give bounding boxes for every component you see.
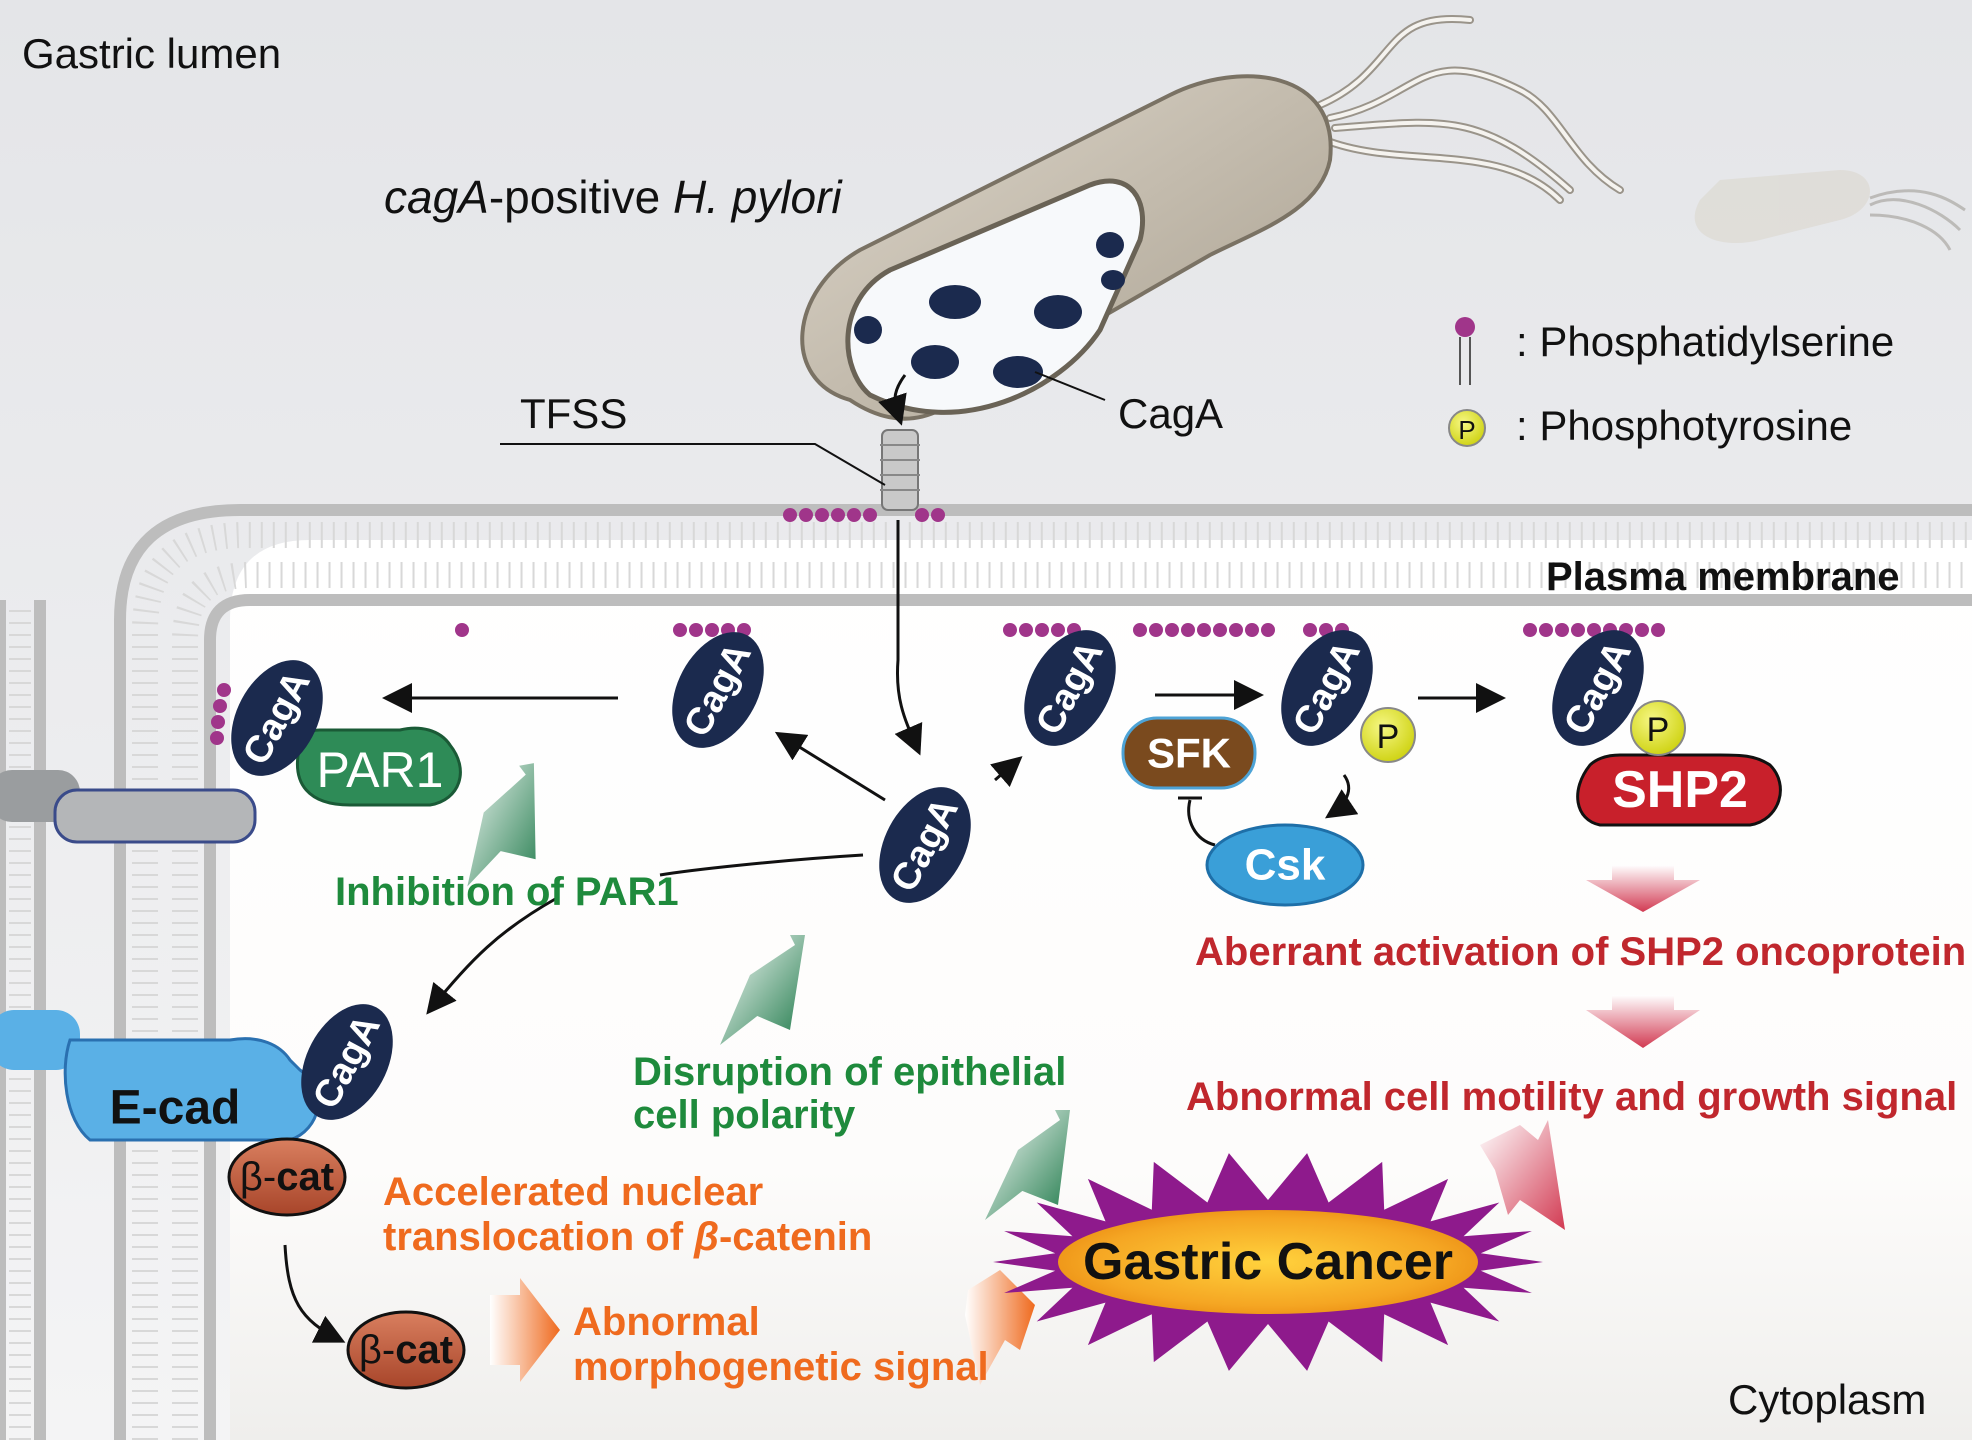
pathway-arrows — [283, 520, 1506, 1343]
disruption-text-line1: Disruption of epithelial — [633, 1050, 1066, 1094]
beta-catenin-label: β-cat — [359, 1328, 453, 1372]
shp2-label: SHP2 — [1612, 761, 1748, 819]
csk-protein: Csk — [1205, 823, 1365, 907]
caga-granule-label: CagA — [1118, 390, 1223, 437]
shp2-protein: SHP2 — [1576, 753, 1782, 827]
abnormal-morph-text-line2: morphogenetic signal — [573, 1345, 989, 1389]
ecad-protein: E-cad — [63, 1037, 320, 1142]
phosphotyrosine-on-caga: P — [1630, 700, 1686, 756]
sfk-label: SFK — [1147, 730, 1231, 777]
par1-protein: PAR1 — [295, 726, 462, 807]
phosphotyrosine-on-caga: P — [1360, 707, 1416, 763]
caga-granule — [929, 285, 981, 319]
cytoplasm-label: Cytoplasm — [1728, 1376, 1926, 1423]
red-block-arrow — [1586, 995, 1700, 1048]
disruption-text-line2: cell polarity — [633, 1093, 856, 1137]
caga-granule — [993, 356, 1043, 388]
svg-text:P: P — [1377, 718, 1400, 756]
abnormal-motility-text: Abnormal cell motility and growth signal — [1186, 1075, 1957, 1119]
inhibition-par1-text: Inhibition of PAR1 — [335, 870, 679, 914]
caga-granule — [1101, 270, 1125, 290]
red-block-arrow — [1586, 865, 1700, 912]
caga-granule — [911, 345, 959, 379]
phosphatidylserine-symbol — [1455, 317, 1475, 337]
caga-granule — [854, 316, 882, 344]
legend-phosphatidylserine: : Phosphatidylserine — [1516, 318, 1894, 365]
red-block-arrow — [1480, 1120, 1565, 1230]
phosphotyrosine-symbol — [1448, 409, 1486, 447]
caga-molecule: CagA — [879, 787, 971, 903]
csk-label: Csk — [1245, 841, 1326, 890]
legend-phosphotyrosine: : Phosphotyrosine — [1516, 402, 1852, 449]
svg-text:P: P — [1458, 415, 1475, 445]
beta-catenin-label: β-cat — [240, 1155, 334, 1199]
ecad-label: E-cad — [110, 1082, 241, 1135]
green-block-arrow — [985, 1110, 1070, 1220]
beta-catenin-membrane: β-cat — [227, 1137, 347, 1217]
cytoplasm-background — [230, 540, 1972, 1440]
beta-catenin-nuclear: β-cat — [346, 1310, 466, 1390]
orange-block-arrow — [490, 1278, 560, 1382]
junction-protein — [0, 770, 257, 844]
bacterium-label: cagA-positive H. pylori — [384, 171, 843, 223]
ecad-left-stub — [0, 1010, 80, 1070]
svg-text:P: P — [1647, 711, 1670, 749]
accelerated-text-line2: translocation of β-catenin — [383, 1215, 872, 1259]
orange-block-arrow — [965, 1270, 1035, 1385]
accelerated-text-line1: Accelerated nuclear — [383, 1170, 763, 1214]
gastric-cancer-node: Gastric Cancer — [993, 1153, 1543, 1371]
green-block-arrow — [467, 763, 536, 887]
legend: : Phosphatidylserine P : Phosphotyrosine — [1448, 317, 1894, 449]
caga-granule — [1096, 232, 1124, 258]
gastric-lumen-label: Gastric lumen — [22, 30, 281, 77]
h-pylori-bacterium — [800, 14, 1624, 426]
green-block-arrow — [720, 935, 805, 1045]
aberrant-shp2-text: Aberrant activation of SHP2 oncoprotein — [1195, 930, 1966, 974]
par1-label: PAR1 — [317, 742, 444, 798]
tfss — [500, 429, 920, 511]
sfk-protein: SFK — [1121, 716, 1257, 790]
tfss-label: TFSS — [520, 390, 627, 437]
plasma-membrane-label: Plasma membrane — [1546, 555, 1900, 599]
abnormal-morph-text-line1: Abnormal — [573, 1300, 760, 1344]
gastric-cancer-label: Gastric Cancer — [1083, 1233, 1453, 1291]
caga-granule — [1034, 295, 1082, 329]
small-h-pylori — [1694, 170, 1966, 251]
